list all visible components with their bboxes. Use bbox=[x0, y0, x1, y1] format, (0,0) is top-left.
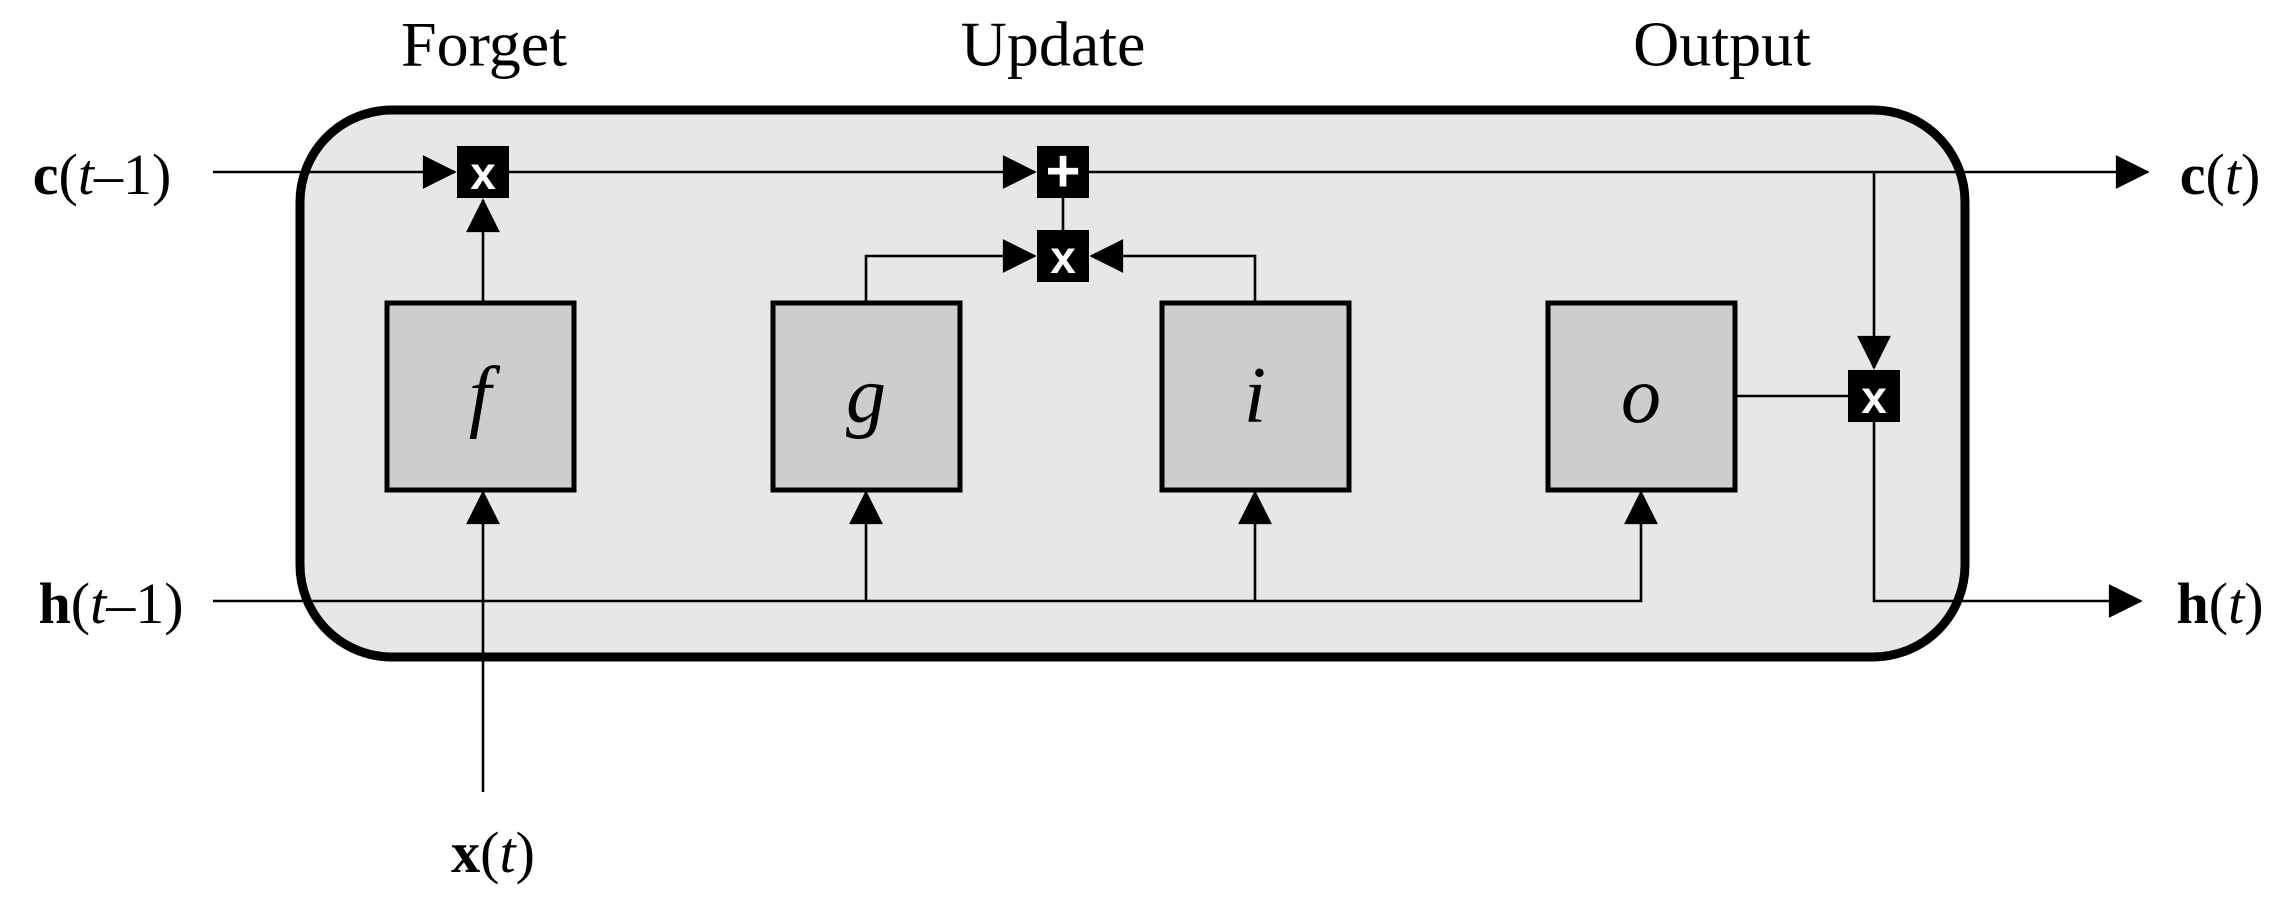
forget-multiply-node bbox=[457, 146, 509, 198]
update-section-label: Update bbox=[961, 9, 1146, 80]
forget-multiply-icon: x bbox=[470, 147, 496, 199]
input-gate-box bbox=[1159, 300, 1352, 493]
op-nodes: x + x x bbox=[457, 138, 1900, 423]
output-multiply-icon: x bbox=[1861, 371, 1887, 423]
forget-section-label: Forget bbox=[401, 9, 567, 80]
output-mul-to-h-out-arrow bbox=[1872, 422, 2143, 618]
cell-gate-letter: g bbox=[846, 352, 886, 440]
c-prev-label: c(t–1) bbox=[33, 142, 172, 207]
forget-gate-box bbox=[384, 300, 577, 493]
input-gate-letter: i bbox=[1244, 352, 1266, 440]
gate-boxes: f g i o bbox=[384, 300, 1738, 493]
c-out-label: c(t) bbox=[2180, 142, 2261, 207]
h-prev-label: h(t–1) bbox=[38, 571, 183, 636]
update-multiply-icon: x bbox=[1050, 231, 1076, 283]
h-prev-line-into-o-arrow bbox=[213, 490, 1658, 603]
h-out-label: h(t) bbox=[2176, 571, 2263, 636]
output-gate-box bbox=[1545, 300, 1738, 493]
update-add-icon: + bbox=[1045, 138, 1080, 205]
signal-labels: c(t–1) h(t–1) x(t) c(t) h(t) bbox=[33, 142, 2264, 885]
output-gate-letter: o bbox=[1621, 352, 1661, 440]
g-into-update-mul-arrow bbox=[864, 239, 1037, 303]
x-input-label: x(t) bbox=[451, 820, 535, 885]
i-into-update-mul-arrow bbox=[1089, 239, 1257, 303]
update-add-node bbox=[1037, 146, 1089, 198]
update-multiply-node bbox=[1037, 230, 1089, 282]
output-section-label: Output bbox=[1633, 9, 1811, 80]
connections bbox=[213, 155, 2150, 792]
section-labels: Forget Update Output bbox=[401, 9, 1811, 80]
cell-body bbox=[295, 105, 1970, 662]
cell-gate-box bbox=[770, 300, 963, 493]
output-multiply-node bbox=[1848, 370, 1900, 422]
